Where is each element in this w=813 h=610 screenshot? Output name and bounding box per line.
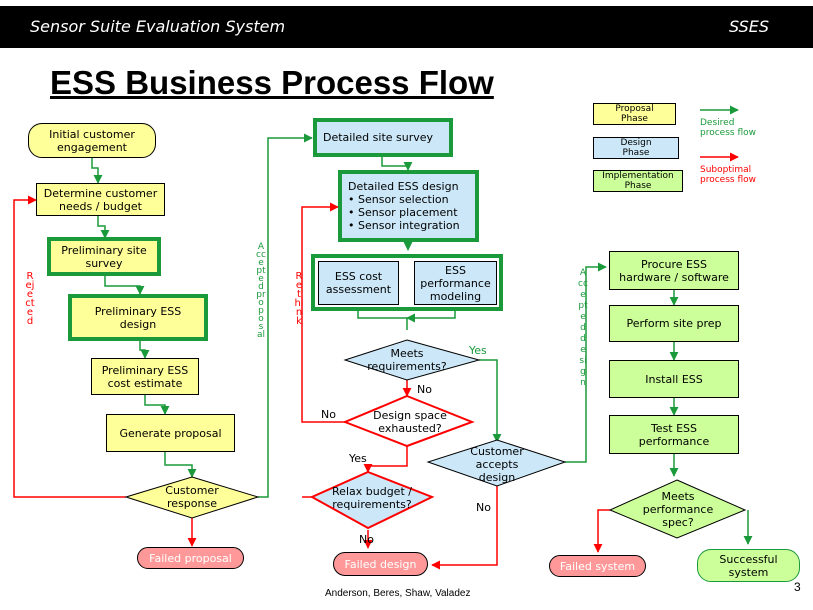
detailed-ess-design: Detailed ESS design • Sensor selection •… <box>338 170 479 242</box>
preliminary-ess-design: Preliminary ESS design <box>68 294 208 341</box>
customer-accepts-diamond <box>426 439 567 487</box>
header-acronym: SSES <box>728 17 769 36</box>
accepted-design-label: Accepted design <box>578 268 588 388</box>
yes-exhausted: Yes <box>349 452 367 465</box>
no-customer-accepts: No <box>476 501 491 514</box>
procure-ess: Procure ESS hardware / software <box>609 251 739 290</box>
customer-response-label: Customer response <box>165 484 219 510</box>
successful-system: Successful system <box>697 549 800 582</box>
ess-performance-modeling: ESS performance modeling <box>414 261 497 305</box>
meets-spec-diamond <box>608 479 747 539</box>
cost-performance-group <box>311 254 503 311</box>
failed-proposal: Failed proposal <box>137 547 244 569</box>
initial-customer-engagement: Initial customer engagement <box>28 123 156 158</box>
legend-implementation-phase: Implementation Phase <box>593 170 683 192</box>
install-ess: Install ESS <box>609 360 739 398</box>
determine-customer-needs: Determine customer needs / budget <box>36 183 165 216</box>
meets-requirements-label: Meets requirements? <box>367 347 447 373</box>
yes-meets-requirements: Yes <box>469 344 487 357</box>
no-relax-budget: No <box>359 533 374 546</box>
no-meets-requirements: No <box>417 383 432 396</box>
customer-response-diamond <box>124 476 260 519</box>
detailed-site-survey: Detailed site survey <box>313 118 453 157</box>
generate-proposal: Generate proposal <box>106 414 235 452</box>
legend-design-phase: Design Phase <box>593 137 679 159</box>
rejected-label: Rejected <box>25 271 35 327</box>
relax-budget-label: Relax budget / requirements? <box>332 485 412 511</box>
legend-proposal-phase: Proposal Phase <box>593 103 676 125</box>
legend-desired-flow: Desired process flow <box>700 118 756 138</box>
header-title: Sensor Suite Evaluation System <box>30 17 286 36</box>
page-number: 3 <box>794 580 801 594</box>
meets-requirements-diamond <box>343 339 481 381</box>
meets-spec-label: Meets performance spec? <box>642 489 714 529</box>
failed-design: Failed design <box>333 552 428 576</box>
ess-cost-assessment: ESS cost assessment <box>318 261 399 305</box>
perform-site-prep: Perform site prep <box>609 305 739 342</box>
failed-system: Failed system <box>549 555 646 577</box>
customer-accepts-label: Customer accepts design <box>470 444 524 484</box>
design-space-exhausted-label: Design space exhausted? <box>373 409 447 435</box>
design-exhausted-diamond <box>342 394 475 448</box>
no-exhausted: No <box>321 408 336 421</box>
preliminary-cost-estimate: Preliminary ESS cost estimate <box>91 358 199 395</box>
preliminary-site-survey: Preliminary site survey <box>47 237 161 276</box>
relax-budget-diamond <box>309 470 435 530</box>
footer-authors: Anderson, Beres, Shaw, Valadez <box>325 588 471 599</box>
header-bar: Sensor Suite Evaluation System SSES <box>0 6 813 48</box>
rethink-label: Rethink <box>294 271 304 327</box>
test-ess-performance: Test ESS performance <box>609 415 739 454</box>
slide-title: ESS Business Process Flow <box>50 64 494 101</box>
legend-suboptimal-flow: Suboptimal process flow <box>700 165 756 185</box>
accepted-proposal-label: Accepted proposal <box>256 242 266 340</box>
